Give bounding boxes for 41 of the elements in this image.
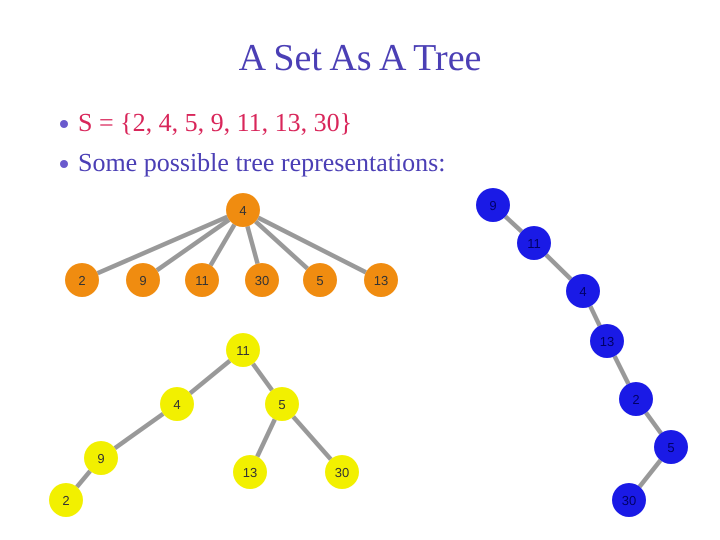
tree-node: 11 xyxy=(517,226,551,260)
tree-node: 5 xyxy=(654,430,688,464)
tree-edge xyxy=(156,218,230,272)
tree-node: 11 xyxy=(185,263,219,297)
tree-edge xyxy=(75,470,92,488)
bullet-text: S = {2, 4, 5, 9, 11, 13, 30} xyxy=(78,108,352,138)
tree-node: 4 xyxy=(226,193,260,227)
tree-edge xyxy=(208,224,236,266)
tree-edge xyxy=(255,418,277,458)
tree-node: 13 xyxy=(590,324,624,358)
tree-node: 2 xyxy=(619,382,653,416)
tree-node: 9 xyxy=(84,441,118,475)
tree-edge xyxy=(612,355,630,385)
tree-node: 5 xyxy=(265,387,299,421)
tree-edge xyxy=(544,253,572,281)
title: A Set As A Tree xyxy=(238,36,482,80)
tree-node: 30 xyxy=(325,455,359,489)
bullet-text: Some possible tree representations: xyxy=(78,148,446,178)
tree-node: 9 xyxy=(126,263,160,297)
tree-node: 9 xyxy=(476,188,510,222)
tree-node: 2 xyxy=(49,483,83,517)
tree-node: 11 xyxy=(226,333,260,367)
tree-node: 13 xyxy=(233,455,267,489)
tree-edge xyxy=(114,412,164,450)
tree-node: 2 xyxy=(65,263,99,297)
tree-edge xyxy=(504,214,524,234)
tree-node: 30 xyxy=(245,263,279,297)
tree-edge xyxy=(254,220,309,270)
tree-edge xyxy=(188,359,232,395)
tree-edge xyxy=(644,411,663,435)
tree-node: 13 xyxy=(364,263,398,297)
tree-node: 4 xyxy=(566,274,600,308)
tree-edge xyxy=(292,415,332,461)
tree-edge xyxy=(257,216,367,274)
tree-edge xyxy=(251,362,274,392)
tree-node: 5 xyxy=(303,263,337,297)
tree-edge xyxy=(588,305,602,327)
tree-node: 4 xyxy=(160,387,194,421)
tree-node: 30 xyxy=(612,483,646,517)
tree-edge xyxy=(245,226,260,264)
tree-edge xyxy=(96,214,228,276)
